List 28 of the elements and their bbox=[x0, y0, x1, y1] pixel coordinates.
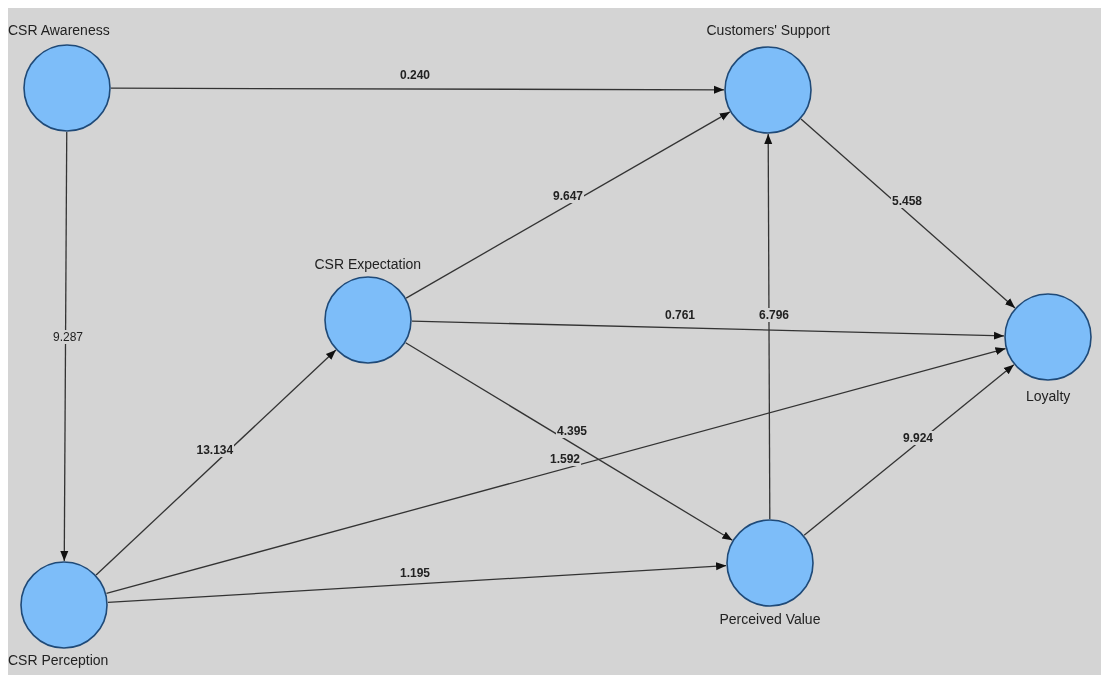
edge-label: 13.134 bbox=[195, 443, 235, 457]
edge-label: 1.592 bbox=[549, 452, 582, 466]
arrow bbox=[107, 562, 727, 604]
arrow bbox=[105, 347, 1007, 595]
edge-label: 5.458 bbox=[891, 194, 924, 208]
node-label: CSR Awareness bbox=[8, 22, 110, 38]
edge-label: 9.287 bbox=[52, 330, 85, 344]
node-label: Loyalty bbox=[1026, 388, 1071, 404]
node-label: CSR Perception bbox=[8, 652, 109, 668]
arrow bbox=[60, 131, 69, 562]
arrow bbox=[405, 342, 733, 541]
node-label: CSR Expectation bbox=[314, 256, 422, 272]
edge-label: 9.647 bbox=[552, 189, 585, 203]
edge-label: 0.761 bbox=[664, 308, 697, 322]
arrow bbox=[764, 133, 773, 520]
arrow bbox=[800, 118, 1016, 309]
arrow bbox=[110, 85, 725, 94]
arrow bbox=[411, 320, 1005, 340]
arrow bbox=[95, 349, 337, 576]
edge-label: 6.796 bbox=[758, 308, 791, 322]
edge-label: 1.195 bbox=[399, 566, 432, 580]
edge-label: 4.395 bbox=[556, 424, 589, 438]
node-label: Perceived Value bbox=[719, 611, 821, 627]
arrow bbox=[405, 111, 731, 299]
arrow bbox=[803, 364, 1015, 536]
edge-label: 0.240 bbox=[399, 68, 432, 82]
edge-label: 9.924 bbox=[902, 431, 935, 445]
node-label: Customers' Support bbox=[706, 22, 830, 38]
